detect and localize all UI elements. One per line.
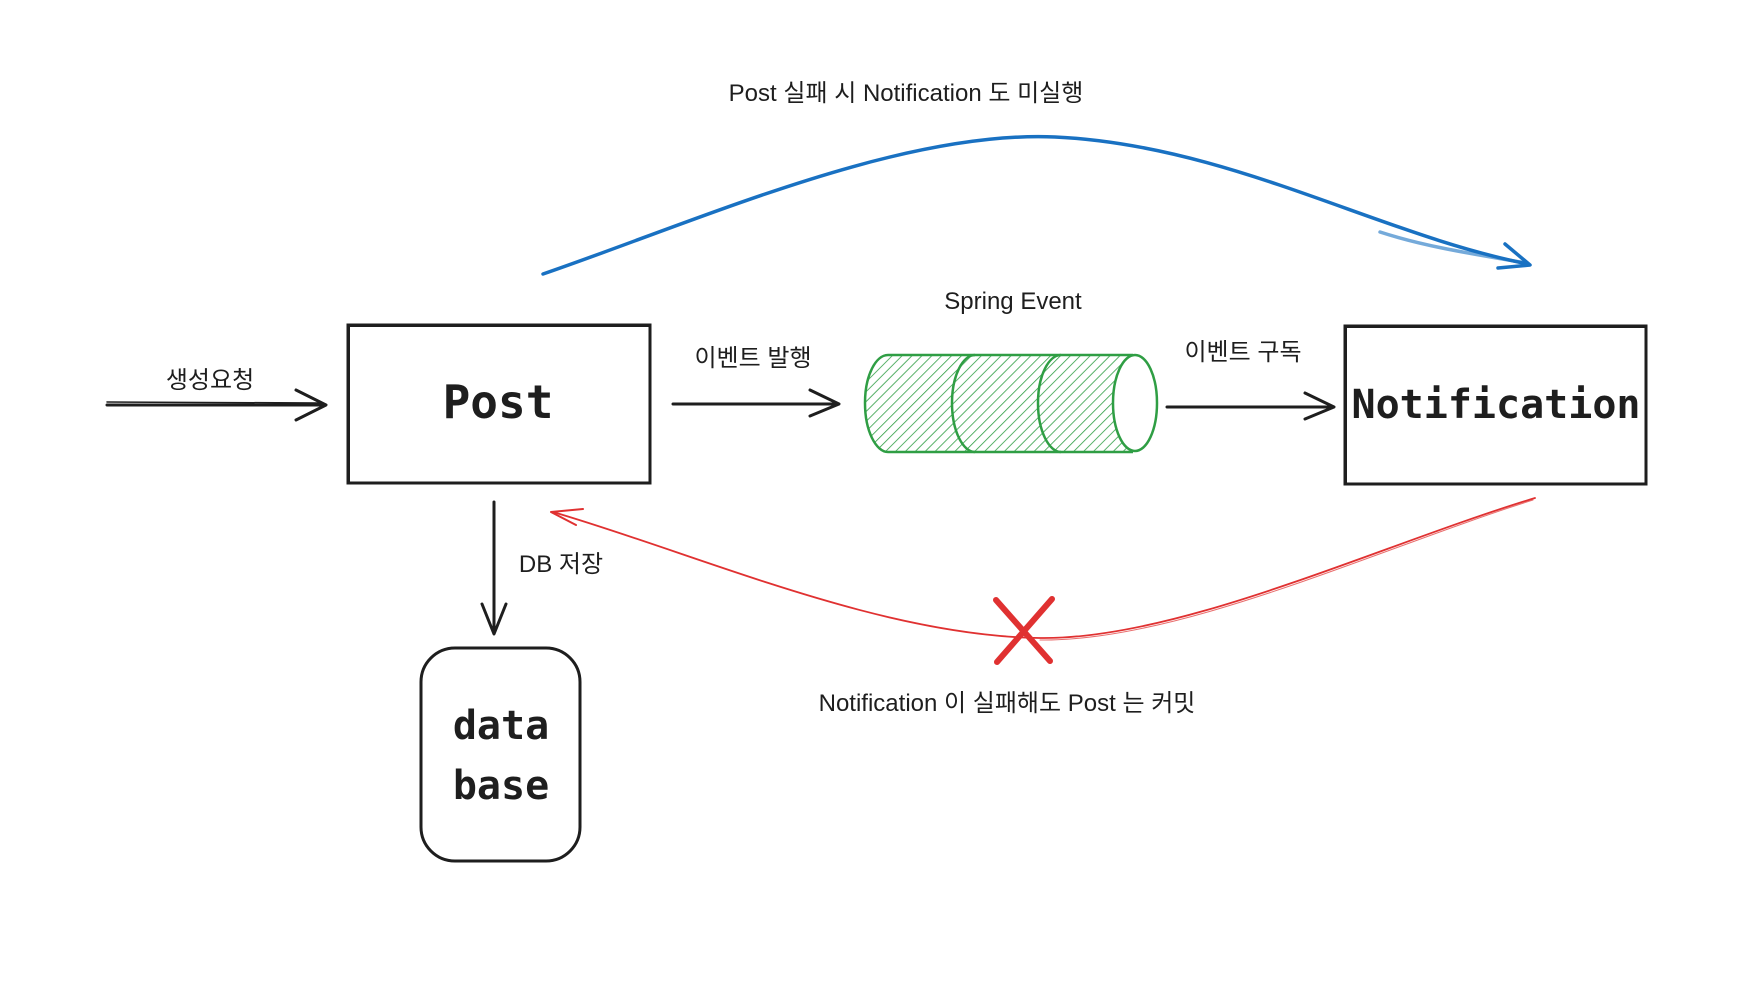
post-node-label: Post <box>443 375 554 429</box>
database-label-line2: base <box>453 763 549 809</box>
notification-node: Notification <box>1343 324 1648 486</box>
create-request-label: 생성요청 <box>166 367 254 394</box>
db-save-arrow <box>480 500 508 636</box>
publish-event-label: 이벤트 발행 <box>694 345 811 372</box>
subscribe-event-arrow <box>1165 391 1336 421</box>
bottom-note-label: Notification 이 실패해도 Post 는 커밋 <box>819 690 1196 717</box>
subscribe-event-label: 이벤트 구독 <box>1184 339 1301 366</box>
spring-event-queue <box>863 353 1159 454</box>
blue-flow-arrow <box>541 134 1532 276</box>
database-node: data base <box>419 646 582 863</box>
create-request-arrow <box>105 388 328 422</box>
db-save-label: DB 저장 <box>519 551 603 578</box>
top-note-label: Post 실패 시 Notification 도 미실행 <box>729 80 1084 107</box>
database-label-line1: data <box>453 703 549 749</box>
failure-x-icon <box>993 596 1055 665</box>
spring-event-label: Spring Event <box>944 288 1082 315</box>
publish-event-arrow <box>671 388 841 418</box>
notification-node-label: Notification <box>1352 382 1641 428</box>
red-rollback-arrow <box>550 497 1536 641</box>
post-node: Post <box>346 323 652 485</box>
